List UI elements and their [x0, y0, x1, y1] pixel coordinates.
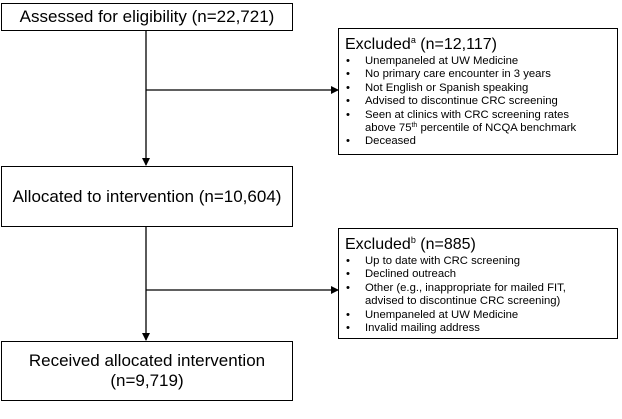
list-item: Advised to discontinue CRC screening	[345, 95, 617, 109]
list-item: Unempaneled at UW Medicine	[345, 309, 617, 323]
excluded-b-title: Excludedb (n=885)	[345, 235, 476, 253]
allocated-text: Allocated to intervention (n=10,604)	[12, 186, 282, 206]
list-item: Not English or Spanish speaking	[345, 82, 617, 96]
list-item: Other (e.g., inappropriate for mailed FI…	[345, 282, 617, 309]
received-text-line1: Received allocated intervention	[28, 351, 266, 370]
assessed-text: Assessed for eligibility (n=22,721)	[19, 7, 275, 26]
list-item: Deceased	[345, 135, 617, 149]
list-item: Declined outreach	[345, 268, 617, 282]
list-item: Unempaneled at UW Medicine	[345, 55, 617, 69]
excluded-b-list: Up to date with CRC screening Declined o…	[345, 255, 617, 336]
list-item: No primary care encounter in 3 years	[345, 68, 617, 82]
list-item: Invalid mailing address	[345, 322, 617, 336]
assessed-box: Assessed for eligibility (n=22,721)	[1, 3, 293, 31]
excluded-b-box: Excludedb (n=885) Up to date with CRC sc…	[338, 228, 618, 339]
list-item: Up to date with CRC screening	[345, 255, 617, 269]
excluded-a-title: Excludeda (n=12,117)	[345, 35, 497, 53]
excluded-a-box: Excludeda (n=12,117) Unempaneled at UW M…	[338, 28, 618, 155]
received-text-line2: (n=9,719)	[110, 371, 184, 390]
list-item: Seen at clinics with CRC screening rates…	[345, 109, 617, 136]
allocated-box: Allocated to intervention (n=10,604)	[1, 166, 293, 227]
excluded-a-list: Unempaneled at UW Medicine No primary ca…	[345, 55, 617, 149]
received-box: Received allocated intervention (n=9,719…	[1, 341, 293, 401]
